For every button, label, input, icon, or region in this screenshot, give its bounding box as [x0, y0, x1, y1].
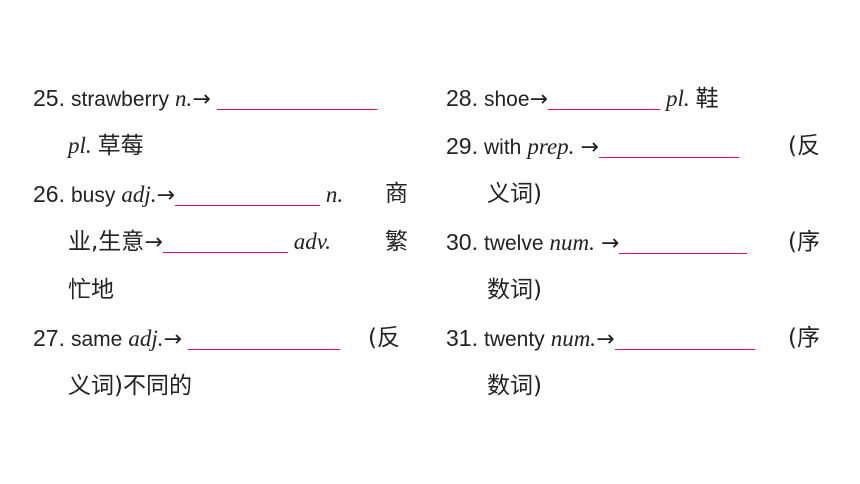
item-number: 25.: [33, 85, 65, 111]
item-31-line-1: 31. twenty num.→: [446, 323, 755, 353]
item-29-line-1: 29. with prep. →: [446, 131, 739, 161]
item-26-line-3: 忙地: [68, 277, 114, 303]
meaning: 鞋: [695, 86, 719, 112]
part-of-speech: n.: [175, 86, 193, 111]
part-of-speech: n.: [325, 182, 344, 207]
answer-blank-27[interactable]: [187, 327, 340, 350]
arrow-icon: →: [144, 230, 163, 255]
item-31-note-start: (序: [788, 325, 820, 351]
answer-blank-31[interactable]: [614, 327, 755, 350]
item-27-line-2: 义词)不同的: [68, 371, 192, 401]
item-25-line-2: pl. 草莓: [68, 131, 144, 161]
part-of-speech: prep.: [527, 134, 575, 159]
arrow-icon: →: [163, 327, 182, 352]
item-25-line-1: 25. strawberry n.→: [33, 83, 377, 113]
item-31-line-2: 数词): [487, 373, 542, 399]
item-word: same: [70, 328, 123, 351]
item-number: 29.: [446, 133, 478, 159]
arrow-icon: →: [596, 327, 615, 352]
part-of-speech: pl.: [68, 133, 92, 158]
arrow-icon: →: [192, 87, 211, 112]
item-28-line-1: 28. shoe→ pl. 鞋: [446, 83, 719, 113]
item-30-note-start: (序: [788, 229, 820, 255]
item-27-note-start: (反: [368, 325, 400, 351]
item-word: twenty: [483, 328, 545, 351]
part-of-speech: pl.: [665, 86, 690, 111]
arrow-icon: →: [156, 183, 175, 208]
part-of-speech: adv.: [293, 229, 332, 254]
item-word: shoe: [483, 88, 530, 111]
arrow-icon: →: [600, 231, 620, 256]
item-26-line-1: 26. busy adj.→ n.: [33, 179, 343, 209]
item-29-line-2: 义词): [487, 181, 542, 207]
item-27-line-1: 27. same adj.→: [33, 323, 340, 353]
item-word: twelve: [483, 232, 544, 255]
arrow-icon: →: [529, 87, 548, 112]
answer-blank-26a[interactable]: [174, 183, 320, 206]
answer-blank-26b[interactable]: [162, 230, 288, 253]
note-end: 义词): [68, 373, 123, 399]
answer-blank-30[interactable]: [619, 231, 748, 254]
arrow-icon: →: [580, 135, 599, 160]
meaning: 不同的: [122, 373, 192, 399]
item-word: with: [483, 136, 522, 159]
part-of-speech: adj.: [121, 182, 157, 207]
item-26-meaning2-start: 繁: [385, 229, 408, 255]
item-number: 26.: [33, 181, 65, 207]
item-29-note-start: (反: [788, 133, 820, 159]
item-number: 27.: [33, 325, 65, 351]
meaning: 草莓: [97, 133, 144, 159]
item-26-line-2: 业,生意→ adv.: [68, 227, 331, 257]
item-word: busy: [70, 184, 116, 207]
part-of-speech: num.: [550, 326, 597, 351]
item-number: 30.: [446, 229, 478, 255]
item-30-line-2: 数词): [487, 277, 542, 303]
item-number: 28.: [446, 85, 478, 111]
part-of-speech: adj.: [128, 326, 164, 351]
part-of-speech: num.: [549, 230, 595, 255]
answer-blank-25[interactable]: [216, 87, 377, 110]
answer-blank-29[interactable]: [598, 135, 739, 158]
item-26-meaning-start: 商: [385, 181, 408, 207]
item-30-line-1: 30. twelve num. →: [446, 227, 748, 257]
answer-blank-28[interactable]: [547, 87, 660, 110]
item-number: 31.: [446, 325, 478, 351]
item-word: strawberry: [70, 88, 170, 111]
meaning: 业,生意: [68, 229, 145, 255]
